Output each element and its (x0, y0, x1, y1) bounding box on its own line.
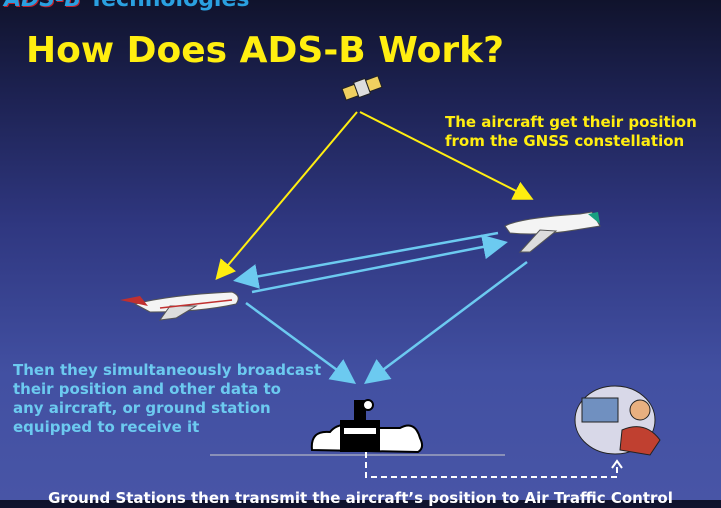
broadcast-arrow-4 (363, 260, 528, 384)
logo-ads-b: ADS-B (4, 0, 81, 12)
gnss-arrow-left (215, 111, 358, 281)
broadcast-arrow-3 (245, 301, 357, 384)
broadcast-arrow-2 (251, 234, 508, 294)
caption-line: The aircraft get their position (445, 113, 697, 131)
aircraft-left-icon (120, 291, 239, 321)
slide-title: How Does ADS-B Work? (26, 30, 504, 71)
logo-technologies: Technologies (89, 0, 249, 12)
ground-caption: Ground Stations then transmit the aircra… (48, 489, 673, 507)
broadcast-caption: Then they simultaneously broadcast their… (13, 361, 321, 437)
caption-line: any aircraft, or ground station (13, 399, 271, 417)
caption-line: equipped to receive it (13, 418, 200, 436)
gnss-caption: The aircraft get their position from the… (445, 113, 697, 151)
aircraft-right-icon (504, 211, 601, 253)
atc-link-dashed (365, 452, 618, 478)
gnss-arrow-right (359, 111, 534, 200)
satellite-icon (341, 75, 383, 101)
caption-line: from the GNSS constellation (445, 132, 685, 150)
logo: ADS-B Technologies (4, 0, 250, 12)
caption-line: Then they simultaneously broadcast (13, 361, 322, 379)
broadcast-arrow-1 (233, 231, 499, 289)
air-traffic-controller-icon (574, 385, 661, 456)
caption-line: their position and other data to (13, 380, 281, 398)
ground-station-icon (310, 399, 424, 454)
